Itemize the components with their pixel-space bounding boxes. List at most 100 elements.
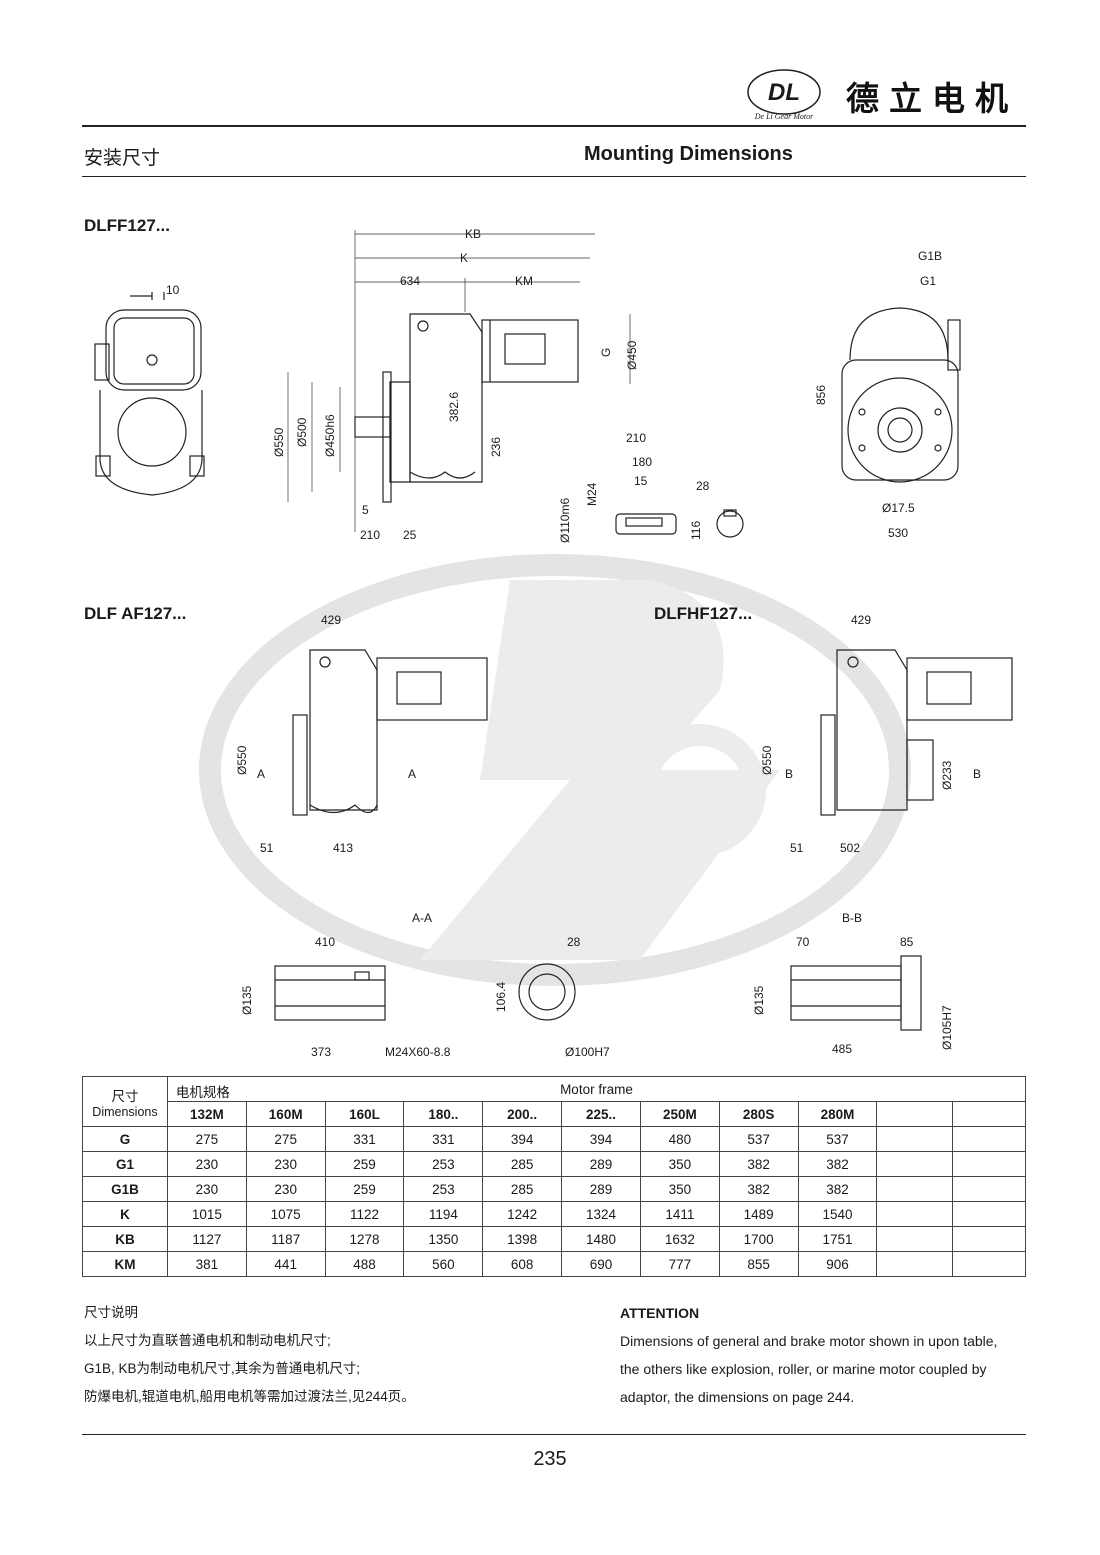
dim-25: 25: [403, 528, 417, 542]
dim-key-28: 28: [696, 479, 710, 493]
section-bb-title: B-B: [842, 911, 862, 925]
table-cell: 1480: [561, 1226, 641, 1252]
table-cell: 382: [718, 1151, 799, 1177]
brand-name: 德立电机: [846, 79, 1018, 118]
table-cell: [952, 1201, 1026, 1227]
dim-500: Ø500: [295, 417, 309, 447]
watermark-logo: [199, 554, 911, 986]
notes-zh-line: 以上尺寸为直联普通电机和制动电机尺寸;: [84, 1333, 331, 1348]
dim-hf-502: 502: [840, 841, 860, 855]
header-rule: [82, 125, 1026, 127]
table-cell: 1242: [482, 1201, 563, 1227]
footer-rule: [82, 1434, 1026, 1435]
dlfaf127-side-view: 429 Ø550 A A 51 413: [235, 613, 488, 855]
table-cell: [876, 1151, 954, 1177]
table-cell: 855: [718, 1251, 799, 1277]
dim-g1b: G1B: [918, 249, 942, 263]
row-label: KB: [82, 1226, 168, 1252]
dim-bb-485: 485: [832, 1042, 852, 1056]
table-cell: 1015: [166, 1201, 247, 1227]
logo-latin: De Li Gear Motor: [754, 112, 814, 121]
table-cell: 289: [561, 1176, 641, 1202]
frame-col: 225..: [561, 1101, 641, 1127]
brand-logo: DL De Li Gear Motor: [747, 69, 821, 121]
dim-116: 116: [689, 521, 703, 540]
table-cell: 1122: [324, 1201, 405, 1227]
frame-col: 280M: [797, 1101, 878, 1127]
dim-856: 856: [814, 385, 828, 405]
table-cell: 1278: [324, 1226, 405, 1252]
section-mark-a-left: A: [257, 767, 265, 781]
dim-g: G: [599, 348, 613, 357]
section-bb: B-B 70 85 Ø135 485 Ø105H7: [752, 911, 954, 1056]
dim-236: 236: [489, 437, 503, 457]
table-cell: [952, 1226, 1026, 1252]
dim-aa-106-4: 106.4: [494, 982, 508, 1012]
notes-zh-line: 防爆电机,辊道电机,船用电机等需加过渡法兰,见244页。: [84, 1389, 415, 1404]
section-mark-b-right: B: [973, 767, 981, 781]
table-cell: [876, 1126, 954, 1152]
dim-key-210: 210: [626, 431, 646, 445]
table-cell: 259: [324, 1151, 405, 1177]
dim-aa-28: 28: [567, 935, 581, 949]
table-corner: 尺寸 Dimensions: [82, 1076, 168, 1127]
table-cell: 285: [482, 1151, 563, 1177]
table-cell: 1350: [403, 1226, 484, 1252]
dim-634: 634: [400, 274, 420, 288]
table-cell: 488: [324, 1251, 405, 1277]
frame-col: 160M: [245, 1101, 326, 1127]
table-cell: 1632: [639, 1226, 720, 1252]
table-cell: 230: [245, 1151, 326, 1177]
table-cell: 394: [561, 1126, 641, 1152]
table-cell: 1187: [245, 1226, 326, 1252]
table-cell: 289: [561, 1151, 641, 1177]
dim-5: 5: [362, 503, 369, 517]
table-cell: 690: [561, 1251, 641, 1277]
dim-km: KM: [515, 274, 533, 288]
table-cell: [952, 1176, 1026, 1202]
table-cell: 537: [718, 1126, 799, 1152]
table-group-en: Motor frame: [560, 1081, 633, 1097]
dim-bb-105h7: Ø105H7: [940, 1005, 954, 1050]
notes-zh-title: 尺寸说明: [84, 1305, 138, 1320]
dim-hf-550: Ø550: [760, 745, 774, 775]
notes-zh-line: G1B, KB为制动电机尺寸,其余为普通电机尺寸;: [84, 1361, 361, 1376]
model-dlff127: DLFF127...: [84, 216, 170, 235]
table-cell: 480: [639, 1126, 720, 1152]
notes-en-line: adaptor, the dimensions on page 244.: [620, 1389, 855, 1405]
table-cell: 381: [166, 1251, 247, 1277]
table-cell: 1075: [245, 1201, 326, 1227]
dim-aa-100h7: Ø100H7: [565, 1045, 610, 1059]
model-dlfaf127: DLF AF127...: [84, 604, 187, 623]
table-cell: 1540: [797, 1201, 878, 1227]
dim-bb-135: Ø135: [752, 985, 766, 1015]
logo-mark: DL: [768, 79, 800, 106]
table-cell: 1127: [166, 1226, 247, 1252]
dim-17-5: Ø17.5: [882, 501, 915, 515]
dim-hf-233: Ø233: [940, 760, 954, 790]
section-aa: A-A 410 Ø135 373 M24X60-8.8 28 106.4 Ø10…: [240, 911, 610, 1059]
row-label: K: [82, 1201, 168, 1227]
dim-hf-51: 51: [790, 841, 804, 855]
table-cell: 537: [797, 1126, 878, 1152]
section-title-en: Mounting Dimensions: [584, 143, 793, 165]
table-cell: 230: [245, 1176, 326, 1202]
table-cell: 230: [166, 1151, 247, 1177]
table-cell: [952, 1151, 1026, 1177]
frame-col: 280S: [718, 1101, 799, 1127]
table-cell: 285: [482, 1176, 563, 1202]
frame-col: 132M: [166, 1101, 247, 1127]
notes-en-line: Dimensions of general and brake motor sh…: [620, 1333, 998, 1349]
frame-col: 200..: [482, 1101, 563, 1127]
table-cell: 1751: [797, 1226, 878, 1252]
table-cell: 394: [482, 1126, 563, 1152]
table-cell: 275: [245, 1126, 326, 1152]
table-cell: 275: [166, 1126, 247, 1152]
frame-col: 180..: [403, 1101, 484, 1127]
table-cell: [876, 1226, 954, 1252]
section-title-zh: 安装尺寸: [84, 148, 161, 169]
